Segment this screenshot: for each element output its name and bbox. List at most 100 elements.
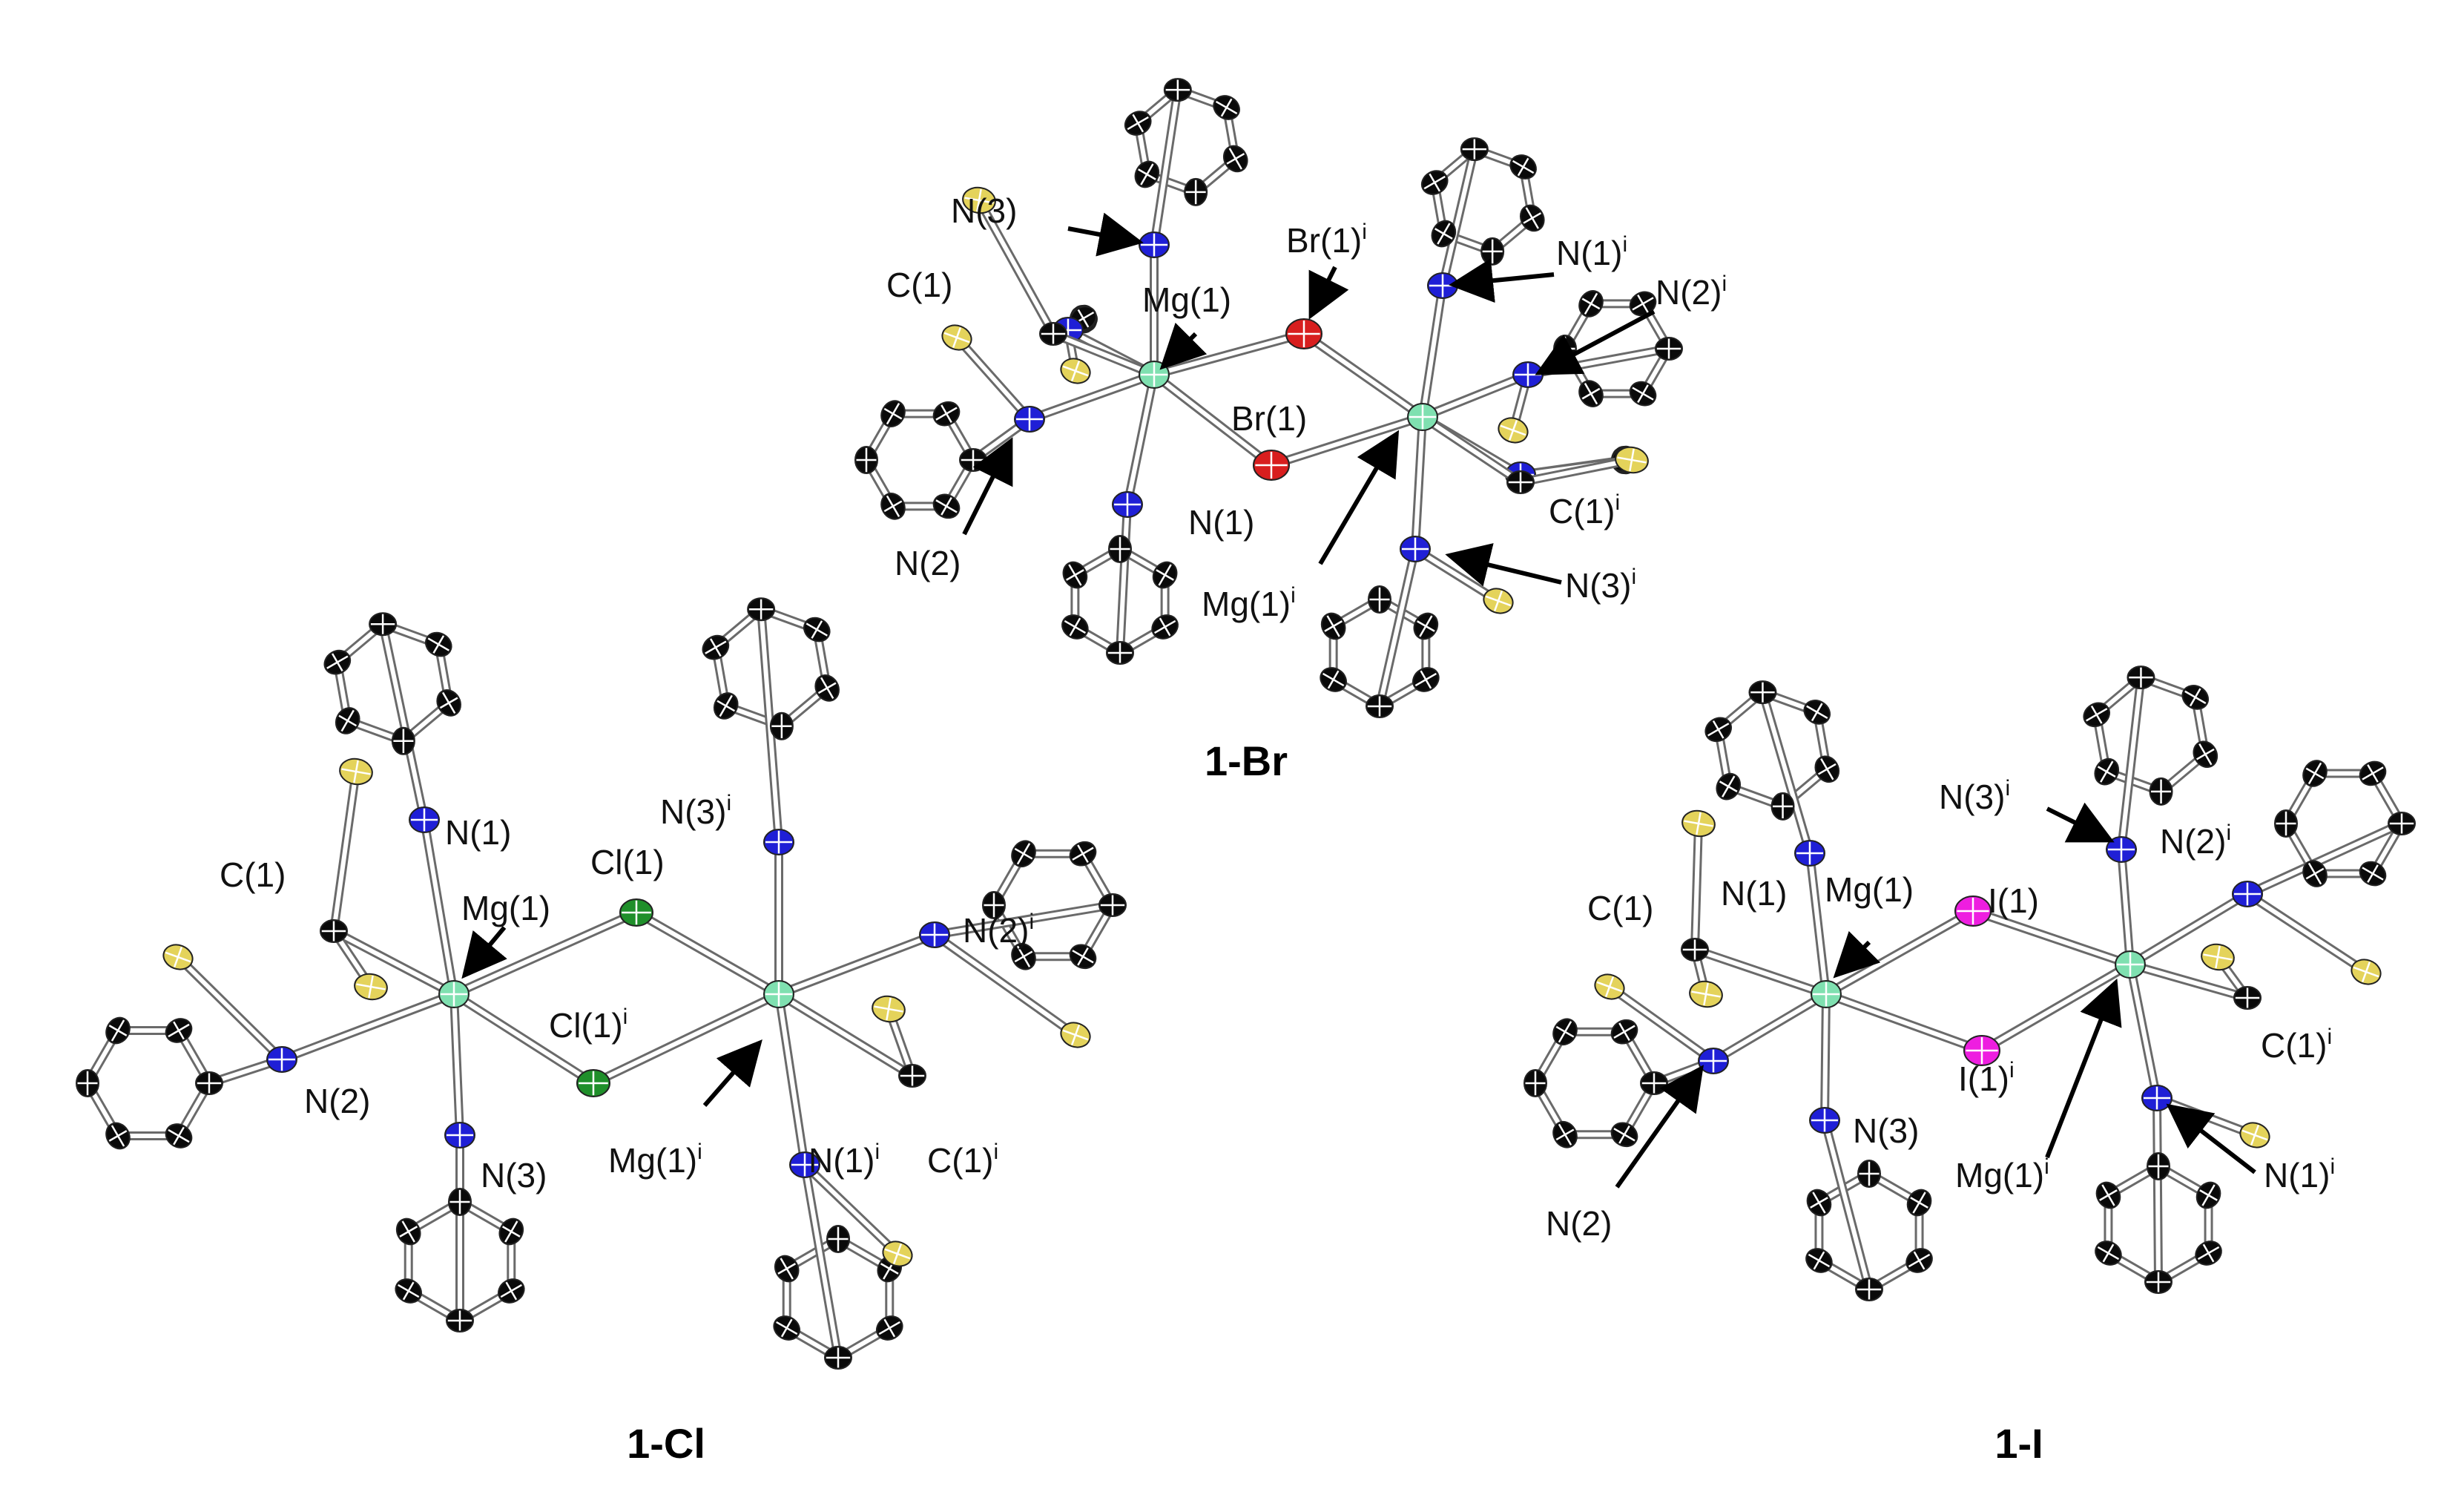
bond-highlight (422, 818, 456, 996)
bond-highlight (1971, 909, 2132, 967)
atom-C (1011, 840, 1036, 868)
atom-C (2195, 1240, 2222, 1266)
bond-highlight (1420, 283, 1445, 419)
atom-S (882, 1240, 913, 1267)
atom-C (1412, 667, 1440, 692)
atom-C (2302, 760, 2328, 787)
atom-N (2141, 1085, 2173, 1111)
atom-C (1523, 1069, 1547, 1097)
atom-C (2181, 685, 2210, 710)
atom-C (747, 597, 776, 622)
atom-C (1748, 680, 1777, 705)
atom-C (395, 1278, 423, 1304)
panel-title: 1-I (1994, 1420, 2043, 1467)
atom-C (1509, 154, 1537, 180)
atom-C (1578, 380, 1604, 407)
atom-C (1069, 944, 1097, 970)
atom-C (1061, 614, 1089, 640)
atom-C (1629, 381, 1657, 407)
pointer-arrow (962, 437, 1013, 536)
atom-C (1069, 841, 1097, 867)
atom-N (1512, 361, 1544, 388)
atom-S (962, 186, 996, 214)
atom-C (959, 448, 987, 472)
bond-highlight (280, 992, 456, 1062)
bond-highlight (1760, 690, 1812, 855)
atom-label: Mg(1) (1142, 280, 1231, 319)
atom-C (369, 612, 398, 637)
bond-highlight (1269, 415, 1425, 467)
atom-C (1134, 160, 1160, 188)
atom-C (773, 1315, 801, 1341)
atom-label: Br(1) (1231, 399, 1307, 438)
atom-C (713, 692, 739, 720)
atom-C (1213, 95, 1240, 120)
bond-highlight (1607, 985, 1716, 1063)
atom-C (2095, 1181, 2121, 1209)
atom-C (1552, 1120, 1578, 1148)
bond-highlight (777, 933, 937, 996)
atom-C (1857, 1160, 1881, 1188)
atom-C (446, 1309, 474, 1332)
atom-S (1689, 980, 1723, 1008)
atom-N (2232, 881, 2263, 907)
atom-C (1640, 1071, 1668, 1095)
bond-highlight (1822, 1118, 1871, 1292)
atom-C (1062, 561, 1088, 589)
atom-S (1498, 417, 1529, 444)
atom-C (320, 919, 348, 943)
bond-highlight (381, 622, 426, 822)
bond-highlight (932, 903, 1115, 937)
atom-label: C(1) (886, 266, 952, 304)
atom-I (1954, 895, 1992, 927)
atom-C (1655, 337, 1683, 361)
bond-highlight (1518, 458, 1634, 484)
atom-C (1704, 717, 1733, 743)
atom-C (2127, 666, 2155, 690)
atom-C (982, 891, 1006, 919)
atom-label: Mg(1)i (1955, 1154, 2049, 1194)
bond-highlight (2128, 892, 2250, 967)
atom-label: Cl(1)i (549, 1005, 627, 1045)
atom-C (702, 634, 730, 660)
panel-1-i (1523, 666, 2416, 1301)
atom-C (2144, 1270, 2173, 1294)
atom-C (335, 707, 360, 735)
bond-highlight (1711, 992, 1828, 1063)
atom-C (195, 1071, 223, 1095)
atom-label: N(1) (1188, 503, 1254, 542)
atom-C (932, 401, 961, 427)
bond-highlight (1822, 992, 1828, 1123)
atom-N (763, 829, 794, 855)
atom-S (941, 324, 972, 351)
pointer-arrow (461, 926, 507, 979)
atom-label: N(2)i (1656, 272, 1727, 312)
bond-highlight (332, 769, 358, 933)
atom-S (339, 757, 373, 786)
atom-C (2233, 986, 2262, 1010)
atom-C (1108, 535, 1132, 563)
atom-C (880, 493, 906, 520)
atom-C (1320, 612, 1346, 640)
bond-highlight (1824, 992, 1984, 1053)
atom-label: Mg(1)i (1202, 583, 1296, 623)
atom-S (162, 944, 194, 970)
bond-highlight (977, 198, 1055, 336)
bond-highlight (1302, 332, 1425, 419)
pointer-arrow (1308, 266, 1349, 320)
atom-C (448, 1188, 472, 1216)
atom-Mg (763, 980, 794, 1008)
atom-C (424, 631, 452, 657)
atom-Br (1285, 318, 1322, 349)
atom-label: N(3)i (1565, 565, 1636, 605)
atom-Cl (576, 1069, 610, 1097)
atom-C (824, 1346, 852, 1370)
atom-C (803, 617, 831, 643)
atom-C (1610, 1122, 1638, 1148)
atom-label: N(2) (1546, 1204, 1612, 1243)
atom-label: N(1)i (1556, 232, 1627, 272)
atom-C (1905, 1248, 1933, 1273)
atom-C (1222, 145, 1248, 173)
atom-Br (1253, 450, 1290, 481)
